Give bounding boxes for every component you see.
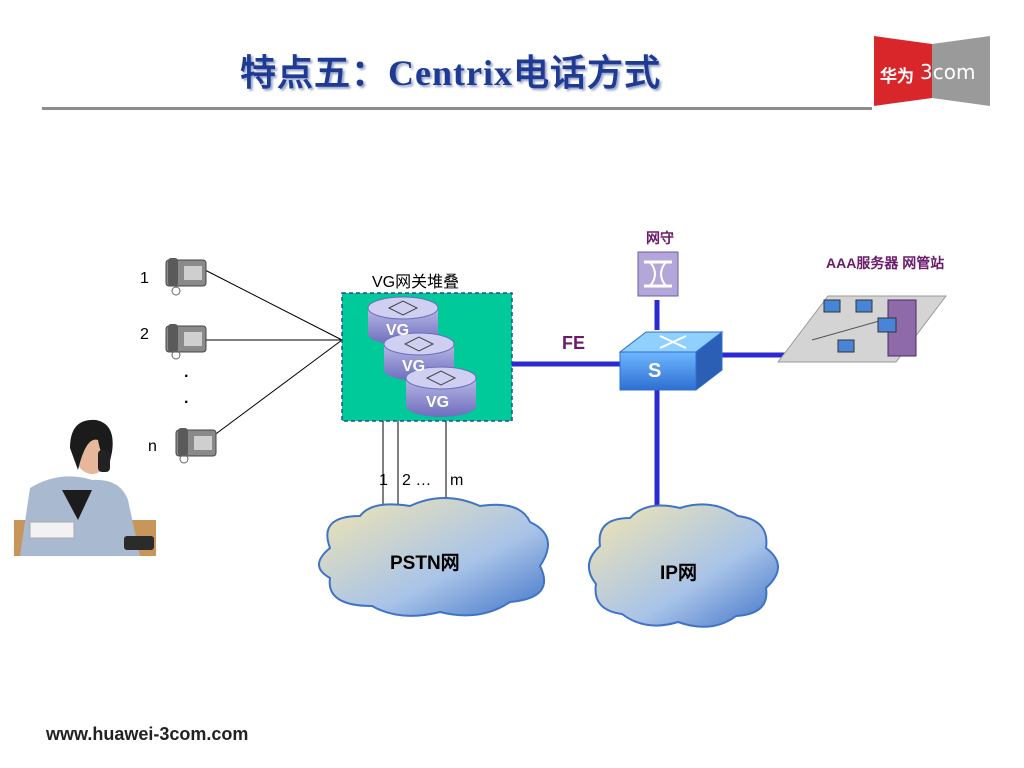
server-lan-icon [776,295,948,363]
vg-unit-1 [367,296,439,345]
gatekeeper-icon [637,251,679,297]
switch-icon [618,330,724,392]
ellipsis-dot-2: · [184,394,190,411]
footer-url: www.huawei-3com.com [46,724,249,744]
switch-label: S [648,360,662,382]
phone-label-2: 2 [140,326,149,343]
trunk-label-2: 2 … [402,472,432,489]
trunk-label-m: m [450,472,464,489]
huawei-3com-logo [874,36,990,106]
vg-unit-label-2: VG [402,358,426,375]
title-divider [42,107,872,110]
pstn-cloud [318,497,549,617]
trunk-label-1: 1 [379,472,388,489]
ellipsis-dot-1: · [184,368,190,385]
ip-cloud [588,503,779,628]
fe-label: FE [562,333,586,353]
pstn-label: PSTN网 [390,553,460,574]
vg-stack-label: VG网关堆叠 [372,274,460,291]
logo-brand-en: 3com [920,60,976,84]
phone-label-n: n [148,438,157,455]
logo-brand-cn: 华为 [880,67,914,87]
phone-2-icon [165,324,207,360]
phone-label-1: 1 [140,270,149,287]
phone-links [204,269,343,443]
vg-unit-label-1: VG [386,322,410,339]
ip-label: IP网 [660,563,697,584]
ip-links [512,300,790,525]
vg-unit-label-3: VG [426,394,450,411]
servers-label: AAA服务器 网管站 [826,255,945,271]
page-title: 特点五：Centrix电话方式 [240,53,661,93]
phone-n-icon [175,428,217,464]
phone-1-icon [165,258,207,296]
gatekeeper-label: 网守 [646,230,674,246]
vg-unit-3 [405,366,477,417]
woman-on-phone-image [14,419,156,556]
